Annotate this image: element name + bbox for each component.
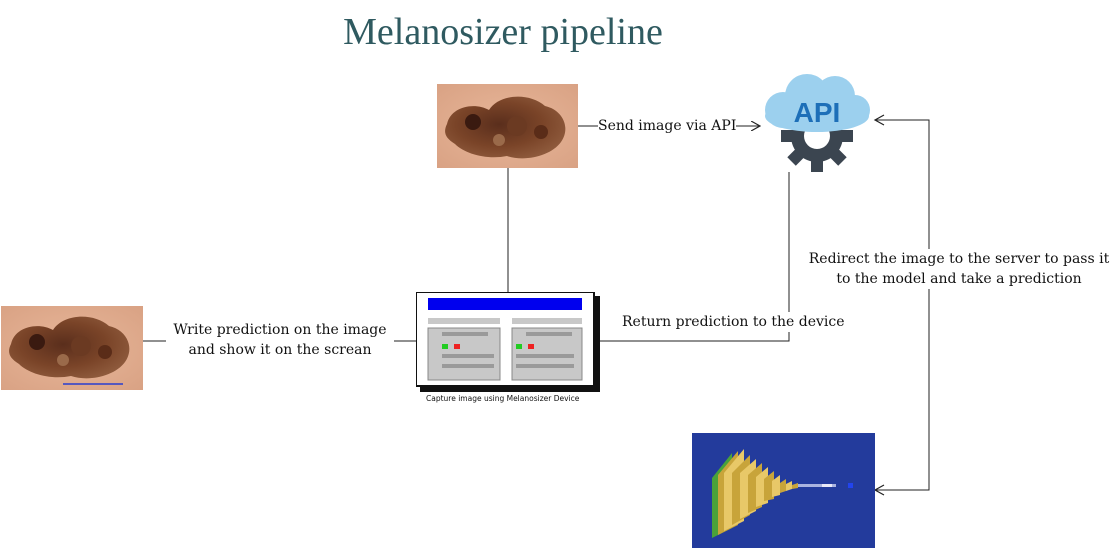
edge-label-send: Send image via API [598, 116, 737, 136]
model-network-image [692, 433, 875, 548]
edge-label-write: Write prediction on the image and show i… [166, 320, 394, 360]
edge-label-return: Return prediction to the device [622, 312, 845, 332]
edge-label-redirect: Redirect the image to the server to pass… [806, 249, 1112, 289]
api-badge-text: API [794, 97, 841, 128]
arrowhead-to-model [873, 484, 885, 496]
page-title: Melanosizer pipeline [343, 11, 663, 53]
arrowhead-to-api [873, 114, 885, 126]
edge-redirect-line [875, 119, 930, 491]
api-cloud-icon: API [765, 74, 870, 172]
lesion-image-result [1, 306, 143, 390]
edge-return-line [600, 172, 790, 342]
lesion-image-input [437, 84, 578, 168]
device-caption: Capture image using Melanosizer Device [426, 394, 580, 403]
device-screen-icon [416, 292, 600, 392]
